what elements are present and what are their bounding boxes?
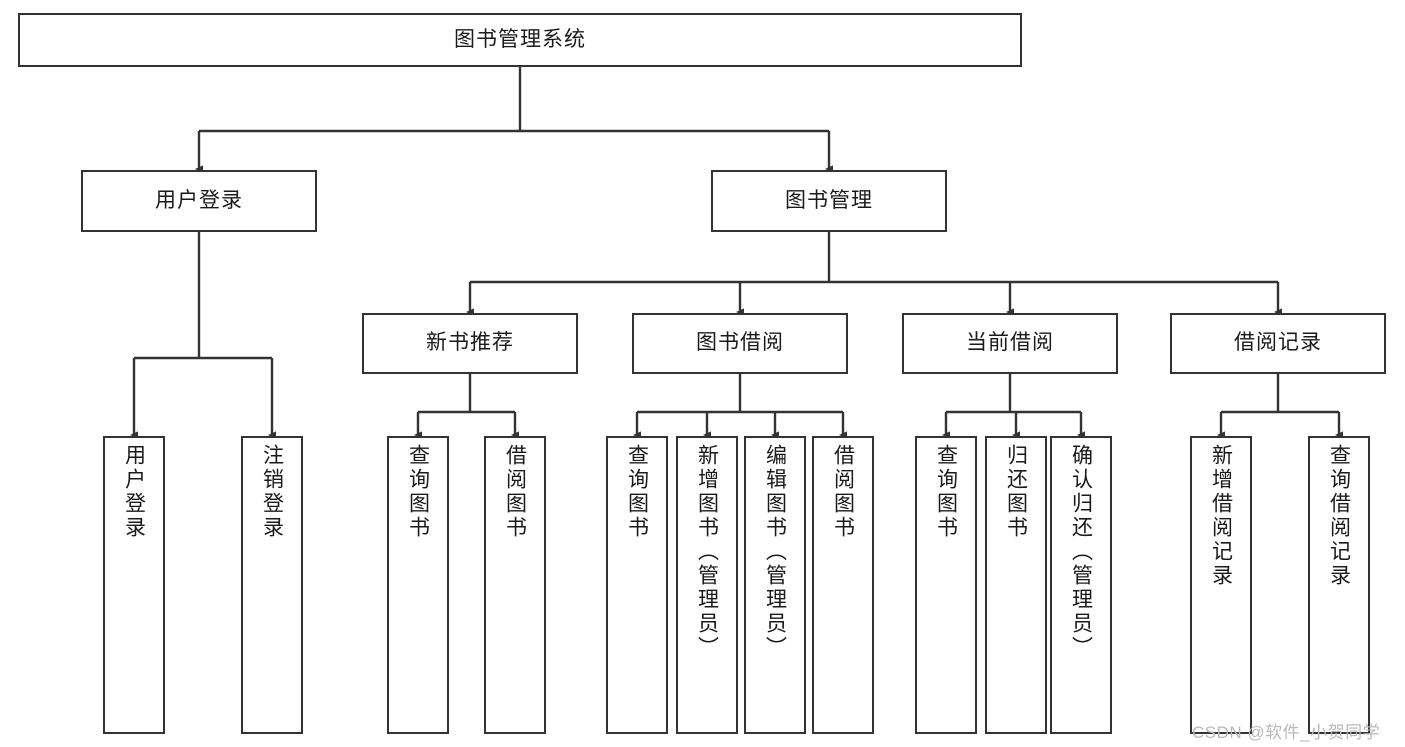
- csdn-watermark: CSDN @软件_小贺同学: [1192, 723, 1381, 742]
- node-book-management[interactable]: 图书管理: [711, 170, 947, 232]
- node-leaf-borrow-book-1[interactable]: 借阅图书: [484, 436, 546, 734]
- node-leaf-add-borrow-record[interactable]: 新增借阅记录: [1190, 436, 1252, 734]
- node-label: 新增图书（管理员）: [695, 444, 719, 660]
- node-label: 查询借阅记录: [1327, 444, 1351, 588]
- node-leaf-borrow-book-2[interactable]: 借阅图书: [812, 436, 874, 734]
- node-label: 查询图书: [934, 444, 958, 540]
- node-label: 图书管理: [785, 188, 873, 212]
- node-borrow-record[interactable]: 借阅记录: [1170, 313, 1386, 374]
- node-leaf-add-book-admin[interactable]: 新增图书（管理员）: [676, 436, 738, 734]
- node-leaf-query-book-1[interactable]: 查询图书: [387, 436, 449, 734]
- node-label: 归还图书: [1004, 444, 1028, 540]
- node-leaf-query-borrow-record[interactable]: 查询借阅记录: [1308, 436, 1370, 734]
- node-leaf-logout[interactable]: 注销登录: [241, 436, 303, 734]
- node-label: 编辑图书（管理员）: [763, 444, 787, 660]
- node-book-borrow[interactable]: 图书借阅: [632, 313, 848, 374]
- node-label: 查询图书: [625, 444, 649, 540]
- node-leaf-confirm-return-admin[interactable]: 确认归还（管理员）: [1050, 436, 1112, 734]
- node-user-login[interactable]: 用户登录: [81, 170, 317, 232]
- node-label: 用户登录: [122, 444, 146, 540]
- node-leaf-return-book[interactable]: 归还图书: [985, 436, 1047, 734]
- node-leaf-query-book-2[interactable]: 查询图书: [606, 436, 668, 734]
- node-label: 新书推荐: [426, 331, 514, 355]
- node-label: 注销登录: [260, 444, 284, 540]
- node-label: 借阅图书: [503, 444, 527, 540]
- node-label: 图书借阅: [696, 331, 784, 355]
- node-label: 图书管理系统: [454, 27, 586, 51]
- node-label: 确认归还（管理员）: [1069, 444, 1093, 660]
- node-leaf-user-login[interactable]: 用户登录: [103, 436, 165, 734]
- node-label: 查询图书: [406, 444, 430, 540]
- node-label: 用户登录: [155, 188, 243, 212]
- node-leaf-query-book-3[interactable]: 查询图书: [915, 436, 977, 734]
- node-label: 借阅图书: [831, 444, 855, 540]
- node-label: 当前借阅: [966, 331, 1054, 355]
- node-leaf-edit-book-admin[interactable]: 编辑图书（管理员）: [744, 436, 806, 734]
- node-new-book-recommend[interactable]: 新书推荐: [362, 313, 578, 374]
- node-label: 借阅记录: [1234, 331, 1322, 355]
- node-root-book-management-system[interactable]: 图书管理系统: [18, 13, 1022, 67]
- node-label: 新增借阅记录: [1209, 444, 1233, 588]
- node-current-borrow[interactable]: 当前借阅: [902, 313, 1118, 374]
